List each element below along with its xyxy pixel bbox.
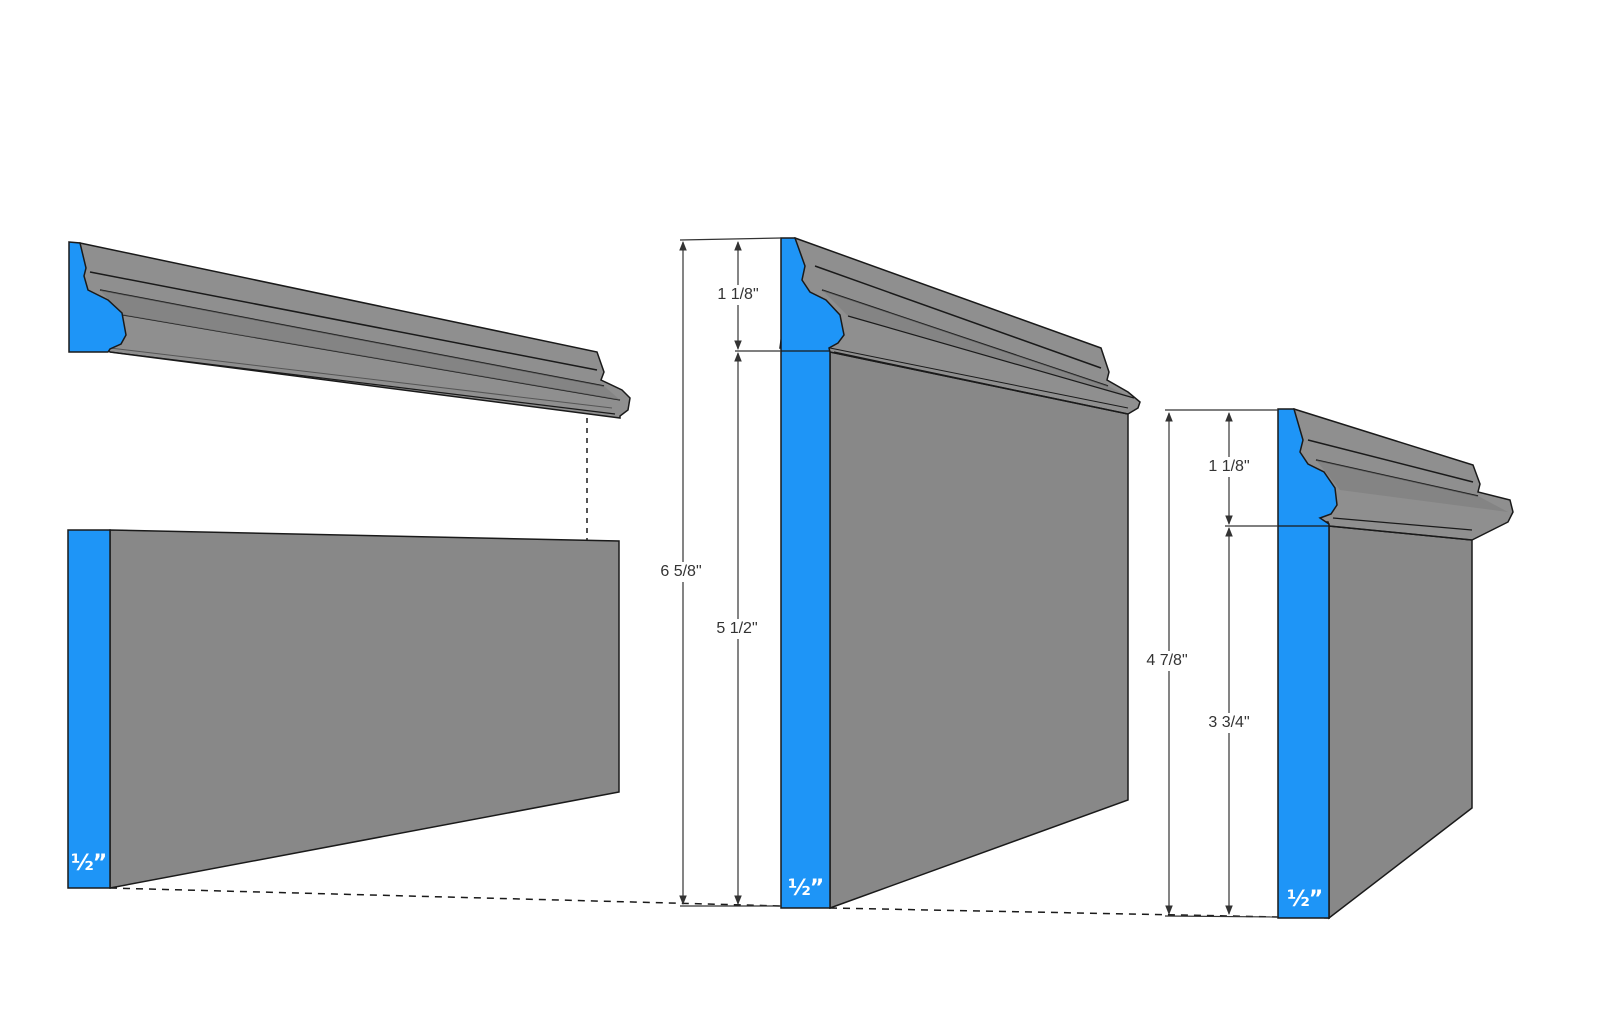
board-left-end-grain: [67, 529, 111, 889]
dim-label-cap-short: 1 1/8": [1206, 457, 1252, 477]
floor-dashed-line: [109, 887, 1331, 919]
assembly-short-end-grain: [1277, 408, 1338, 919]
thickness-label-assembly-short: ½”: [1287, 887, 1323, 912]
assembly-tall-piece: [779, 236, 1141, 910]
dim-label-total-tall: 6 5/8": [658, 562, 704, 582]
molding-cap-body: [69, 242, 631, 419]
dim-label-board-tall: 5 1/2": [714, 619, 760, 639]
thickness-label-board-left: ½”: [71, 851, 107, 876]
assembly-short-board-face: [1328, 525, 1473, 920]
assembly-tall-end-grain: [780, 237, 845, 909]
dim-label-board-short: 3 3/4": [1206, 713, 1252, 733]
assembly-short-piece: [1277, 408, 1514, 920]
assembly-tall-board-face: [829, 351, 1129, 910]
dim-label-total-short: 4 7/8": [1144, 651, 1190, 671]
board-left-piece: [67, 529, 620, 889]
board-left-face: [109, 529, 620, 889]
molding-cap-piece: [68, 241, 631, 419]
thickness-label-assembly-tall: ½”: [788, 876, 824, 901]
dim-label-cap-tall: 1 1/8": [715, 285, 761, 305]
molding-cap-end-grain: [68, 241, 127, 353]
